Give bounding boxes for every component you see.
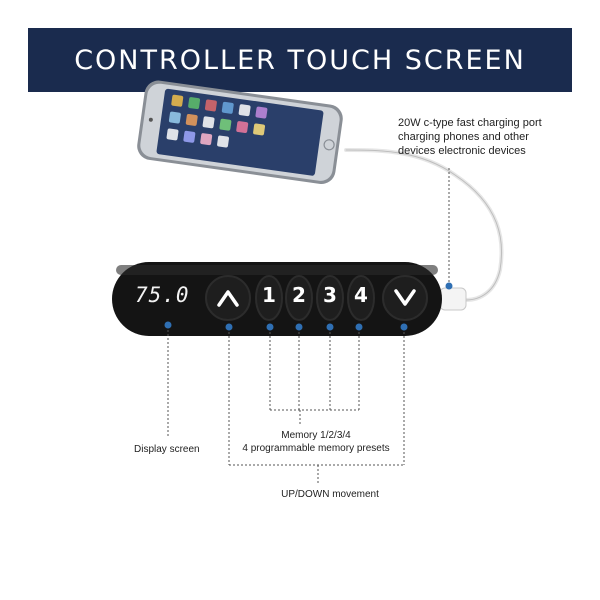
- chevron-up-icon: [217, 290, 239, 307]
- memory-button-1[interactable]: [255, 275, 283, 321]
- marker-memory-3: [326, 323, 334, 331]
- chevron-down-icon: [394, 289, 416, 306]
- charging-port-line-2: charging phones and other: [398, 131, 529, 143]
- marker-display: [164, 321, 172, 329]
- memory-button-2[interactable]: [285, 275, 313, 321]
- up-button[interactable]: [205, 275, 251, 321]
- smartphone-illustration: [137, 80, 343, 184]
- marker-memory-2: [295, 323, 303, 331]
- usb-c-plug: [439, 287, 467, 311]
- down-button[interactable]: [382, 275, 428, 321]
- memory-button-2-label: 2: [292, 283, 306, 307]
- memory-button-4[interactable]: [347, 275, 375, 321]
- title-banner: CONTROLLER TOUCH SCREEN: [28, 28, 572, 92]
- marker-down: [400, 323, 408, 331]
- marker-memory-1: [266, 323, 274, 331]
- height-display-readout: 75.0: [135, 283, 190, 307]
- marker-memory-4: [355, 323, 363, 331]
- memory-button-3-label: 3: [323, 283, 337, 307]
- banner-title: CONTROLLER TOUCH SCREEN: [74, 44, 526, 76]
- charging-port-line-3: devices electronic devices: [398, 145, 526, 157]
- memory-callout-line-2: 4 programmable memory presets: [242, 443, 390, 454]
- marker-port: [445, 282, 453, 290]
- memory-button-4-label: 4: [354, 283, 368, 307]
- memory-callout: Memory 1/2/3/4 4 programmable memory pre…: [236, 429, 396, 455]
- marker-up: [225, 323, 233, 331]
- leader-lines: [167, 168, 450, 485]
- memory-button-3[interactable]: [316, 275, 344, 321]
- display-screen-callout: Display screen: [134, 444, 200, 455]
- charging-port-line-1: 20W c-type fast charging port: [398, 117, 542, 129]
- callout-markers: [164, 282, 453, 331]
- memory-button-1-label: 1: [262, 283, 276, 307]
- charging-port-callout: 20W c-type fast charging port charging p…: [398, 116, 588, 158]
- updown-callout: UP/DOWN movement: [281, 489, 379, 500]
- memory-callout-line-1: Memory 1/2/3/4: [281, 430, 351, 441]
